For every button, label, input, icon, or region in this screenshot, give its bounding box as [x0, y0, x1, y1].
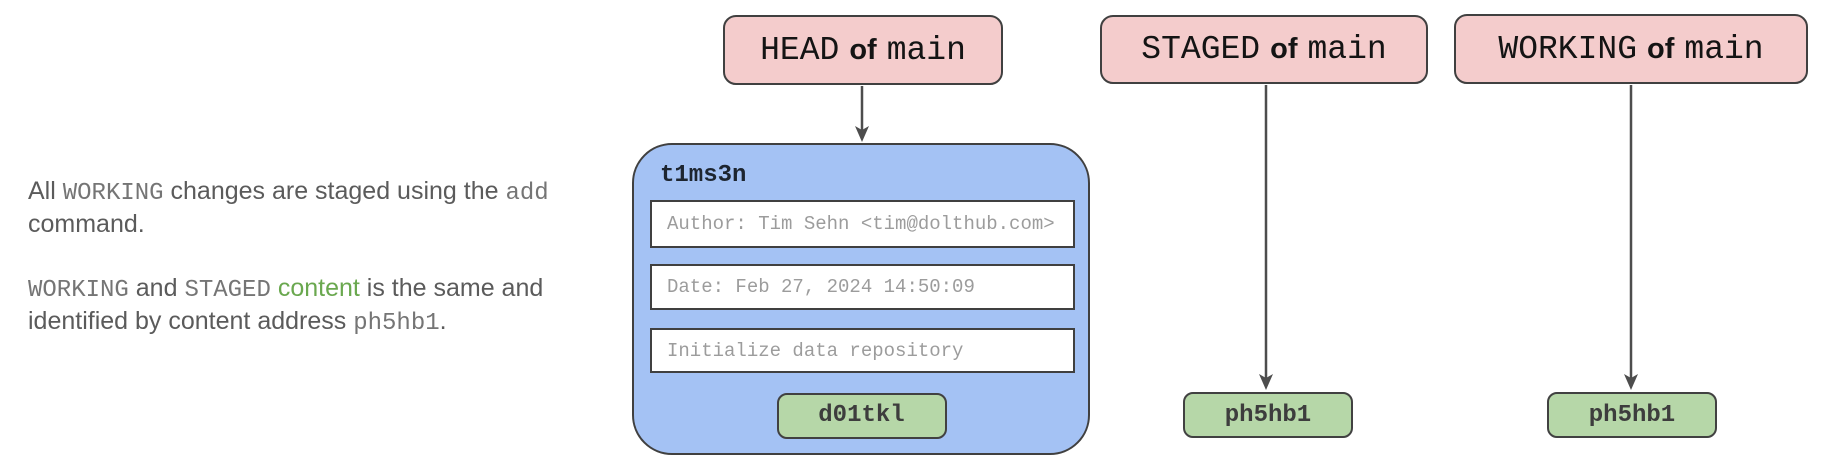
- head-ref-label: HEAD: [760, 31, 840, 69]
- working-ref-of: of: [1647, 32, 1675, 65]
- staged-to-content-arrow: [1259, 85, 1273, 390]
- inline-code: add: [505, 180, 549, 207]
- paragraph: WORKING and STAGED content is the same a…: [28, 273, 628, 339]
- body-text: identified by content address: [28, 307, 354, 335]
- body-text: changes are staged using the: [163, 177, 506, 205]
- staged-ref-branch: main: [1307, 31, 1387, 68]
- body-text: and: [128, 274, 185, 302]
- commit-hash-label: t1ms3n: [660, 162, 747, 189]
- staged-ref-of: of: [1270, 33, 1298, 65]
- head-to-commit-arrow: [855, 86, 869, 142]
- working-ref-branch: main: [1684, 30, 1764, 68]
- head-ref-of: of: [849, 33, 877, 66]
- commit-date-field: Date: Feb 27, 2024 14:50:09: [650, 264, 1075, 310]
- content-link[interactable]: content: [277, 274, 360, 302]
- inline-code: ph5hb1: [353, 310, 440, 337]
- description-text: All WORKING changes are staged using the…: [28, 176, 628, 372]
- body-text: is the same and: [359, 274, 544, 302]
- body-text: All: [28, 177, 63, 205]
- inline-code: WORKING: [28, 277, 129, 304]
- working-ref-label: WORKING: [1498, 30, 1638, 68]
- staged-content-hash-pill: ph5hb1: [1183, 392, 1353, 438]
- body-text: .: [439, 307, 447, 335]
- commit-message-field: Initialize data repository: [650, 328, 1075, 373]
- paragraph: All WORKING changes are staged using the…: [28, 176, 628, 240]
- body-text: [271, 274, 278, 302]
- inline-code: WORKING: [62, 180, 164, 207]
- working-to-content-arrow: [1624, 85, 1638, 390]
- inline-code: STAGED: [184, 277, 271, 304]
- staged-ref-label: STAGED: [1141, 31, 1261, 68]
- head-ref-branch: main: [886, 31, 966, 69]
- working-content-hash-pill: ph5hb1: [1547, 392, 1717, 438]
- commit-content-hash-pill: d01tkl: [776, 392, 947, 439]
- body-text: command.: [28, 210, 145, 238]
- commit-author-field: Author: Tim Sehn <tim@dolthub.com>: [650, 200, 1075, 248]
- commit-box: t1ms3n Author: Tim Sehn <tim@dolthub.com…: [632, 143, 1090, 455]
